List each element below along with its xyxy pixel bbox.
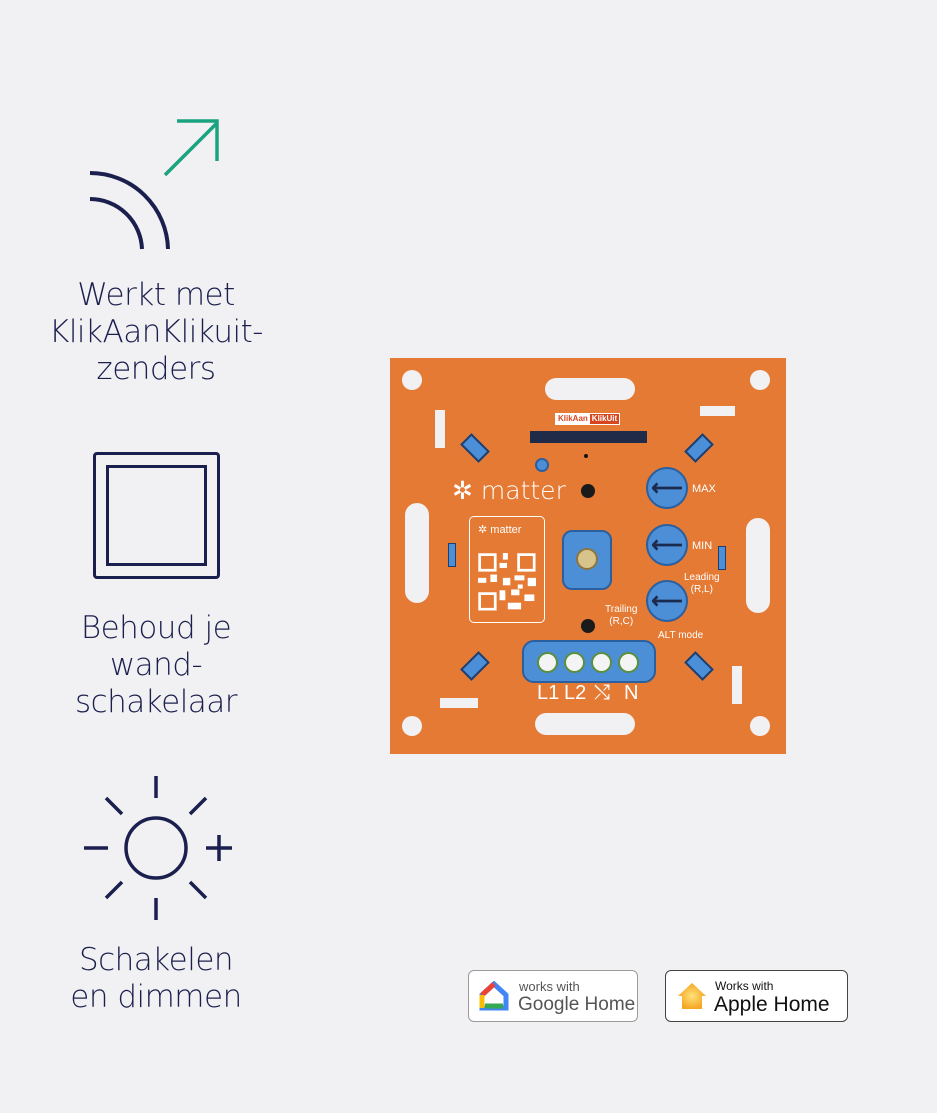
trailing-label: Trailing(R,C) [605,604,637,628]
dimmer-shaft[interactable] [562,530,612,590]
leading-sub: (R,L) [690,584,713,595]
mount-hole [402,370,422,390]
badge-small-text: Works with [715,979,774,993]
feature-text-klikaanklikuit: Werkt met KlikAanKlikuit- zenders [20,277,292,388]
dimmer-module: KlikAan KlikUit ✲ matter ✲ matter ⟵ ⟵ ⟵ … [390,358,786,754]
brand-label-b: KlikUit [589,414,620,424]
trailing-sub: (R,C) [609,616,634,627]
terminal-label: N [624,682,639,704]
badge-big-text: Google Home [518,994,636,1015]
mode-trimmer[interactable]: ⟵ [646,580,688,622]
hole [581,619,595,633]
window-slot [530,431,647,443]
matter-logo: ✲ matter [452,476,566,505]
feature-line: KlikAanKlikuit- [48,314,264,350]
feature-text-dimming: Schakelen en dimmen [20,942,292,1016]
min-trimmer[interactable]: ⟵ [646,524,688,566]
terminal-screw[interactable] [618,652,639,673]
feature-line: wand- [109,647,203,683]
matter-text: matter [480,476,566,505]
clip [684,651,714,681]
leading-text: Leading [684,572,720,583]
terminal-label: L1 [537,682,560,704]
trailing-text: Trailing [605,604,638,615]
alt-mode-label: ALT mode [658,630,704,641]
arrow-left-icon: ⟵ [651,588,683,613]
terminal-block [522,640,656,683]
wall-switch-icon [93,452,220,579]
max-label: MAX [692,483,716,495]
min-label: MIN [692,540,713,552]
qr-matter-logo: ✲ matter [478,524,522,536]
screw-slot [545,378,635,400]
screw-slot [405,503,429,603]
feature-line: Schakelen [78,942,234,978]
badge-big-text: Apple Home [714,993,830,1016]
brightness-plus-icon [84,776,232,920]
apple-home-icon [678,983,706,1009]
screw-slot [746,518,770,613]
terminal-label: L2 [564,682,587,704]
terminal-screw[interactable] [537,652,558,673]
led [535,458,549,472]
qr-code [478,553,536,611]
google-home-badge: works with Google Home [468,970,638,1022]
arrow-left-icon: ⟵ [651,532,683,557]
mount-hole [750,716,770,736]
mount-hole [402,716,422,736]
brand-label-a: KlikAan [556,414,590,424]
arrow-left-icon: ⟵ [651,475,683,500]
badge-small-text: works with [519,979,580,994]
terminal-screw[interactable] [564,652,585,673]
leading-label: Leading(R,L) [684,572,720,596]
hole [581,484,595,498]
feature-line: Behoud je [80,610,232,646]
clip [460,651,490,681]
feature-line: en dimmen [70,979,242,1015]
clip [684,433,714,463]
screw-slot [535,713,635,735]
feature-line: schakelaar [74,684,238,720]
knob[interactable] [576,548,598,570]
feature-line: Werkt met [77,277,235,313]
qr-card: ✲ matter [469,516,545,623]
matter-star-icon: ✲ [452,476,481,505]
clip [460,433,490,463]
google-home-icon [479,981,509,1011]
signal-arrow-icon [89,119,219,250]
terminal-screw[interactable] [591,652,612,673]
brand-label: KlikAan KlikUit [555,413,621,425]
apple-home-badge: Works with Apple Home [665,970,848,1022]
terminal-label: ⤭ [594,682,610,704]
mount-hole [750,370,770,390]
max-trimmer[interactable]: ⟵ [646,467,688,509]
feature-text-wall-switch: Behoud je wand- schakelaar [20,610,292,721]
qr-matter-text: matter [490,524,522,536]
feature-line: zenders [96,351,216,387]
